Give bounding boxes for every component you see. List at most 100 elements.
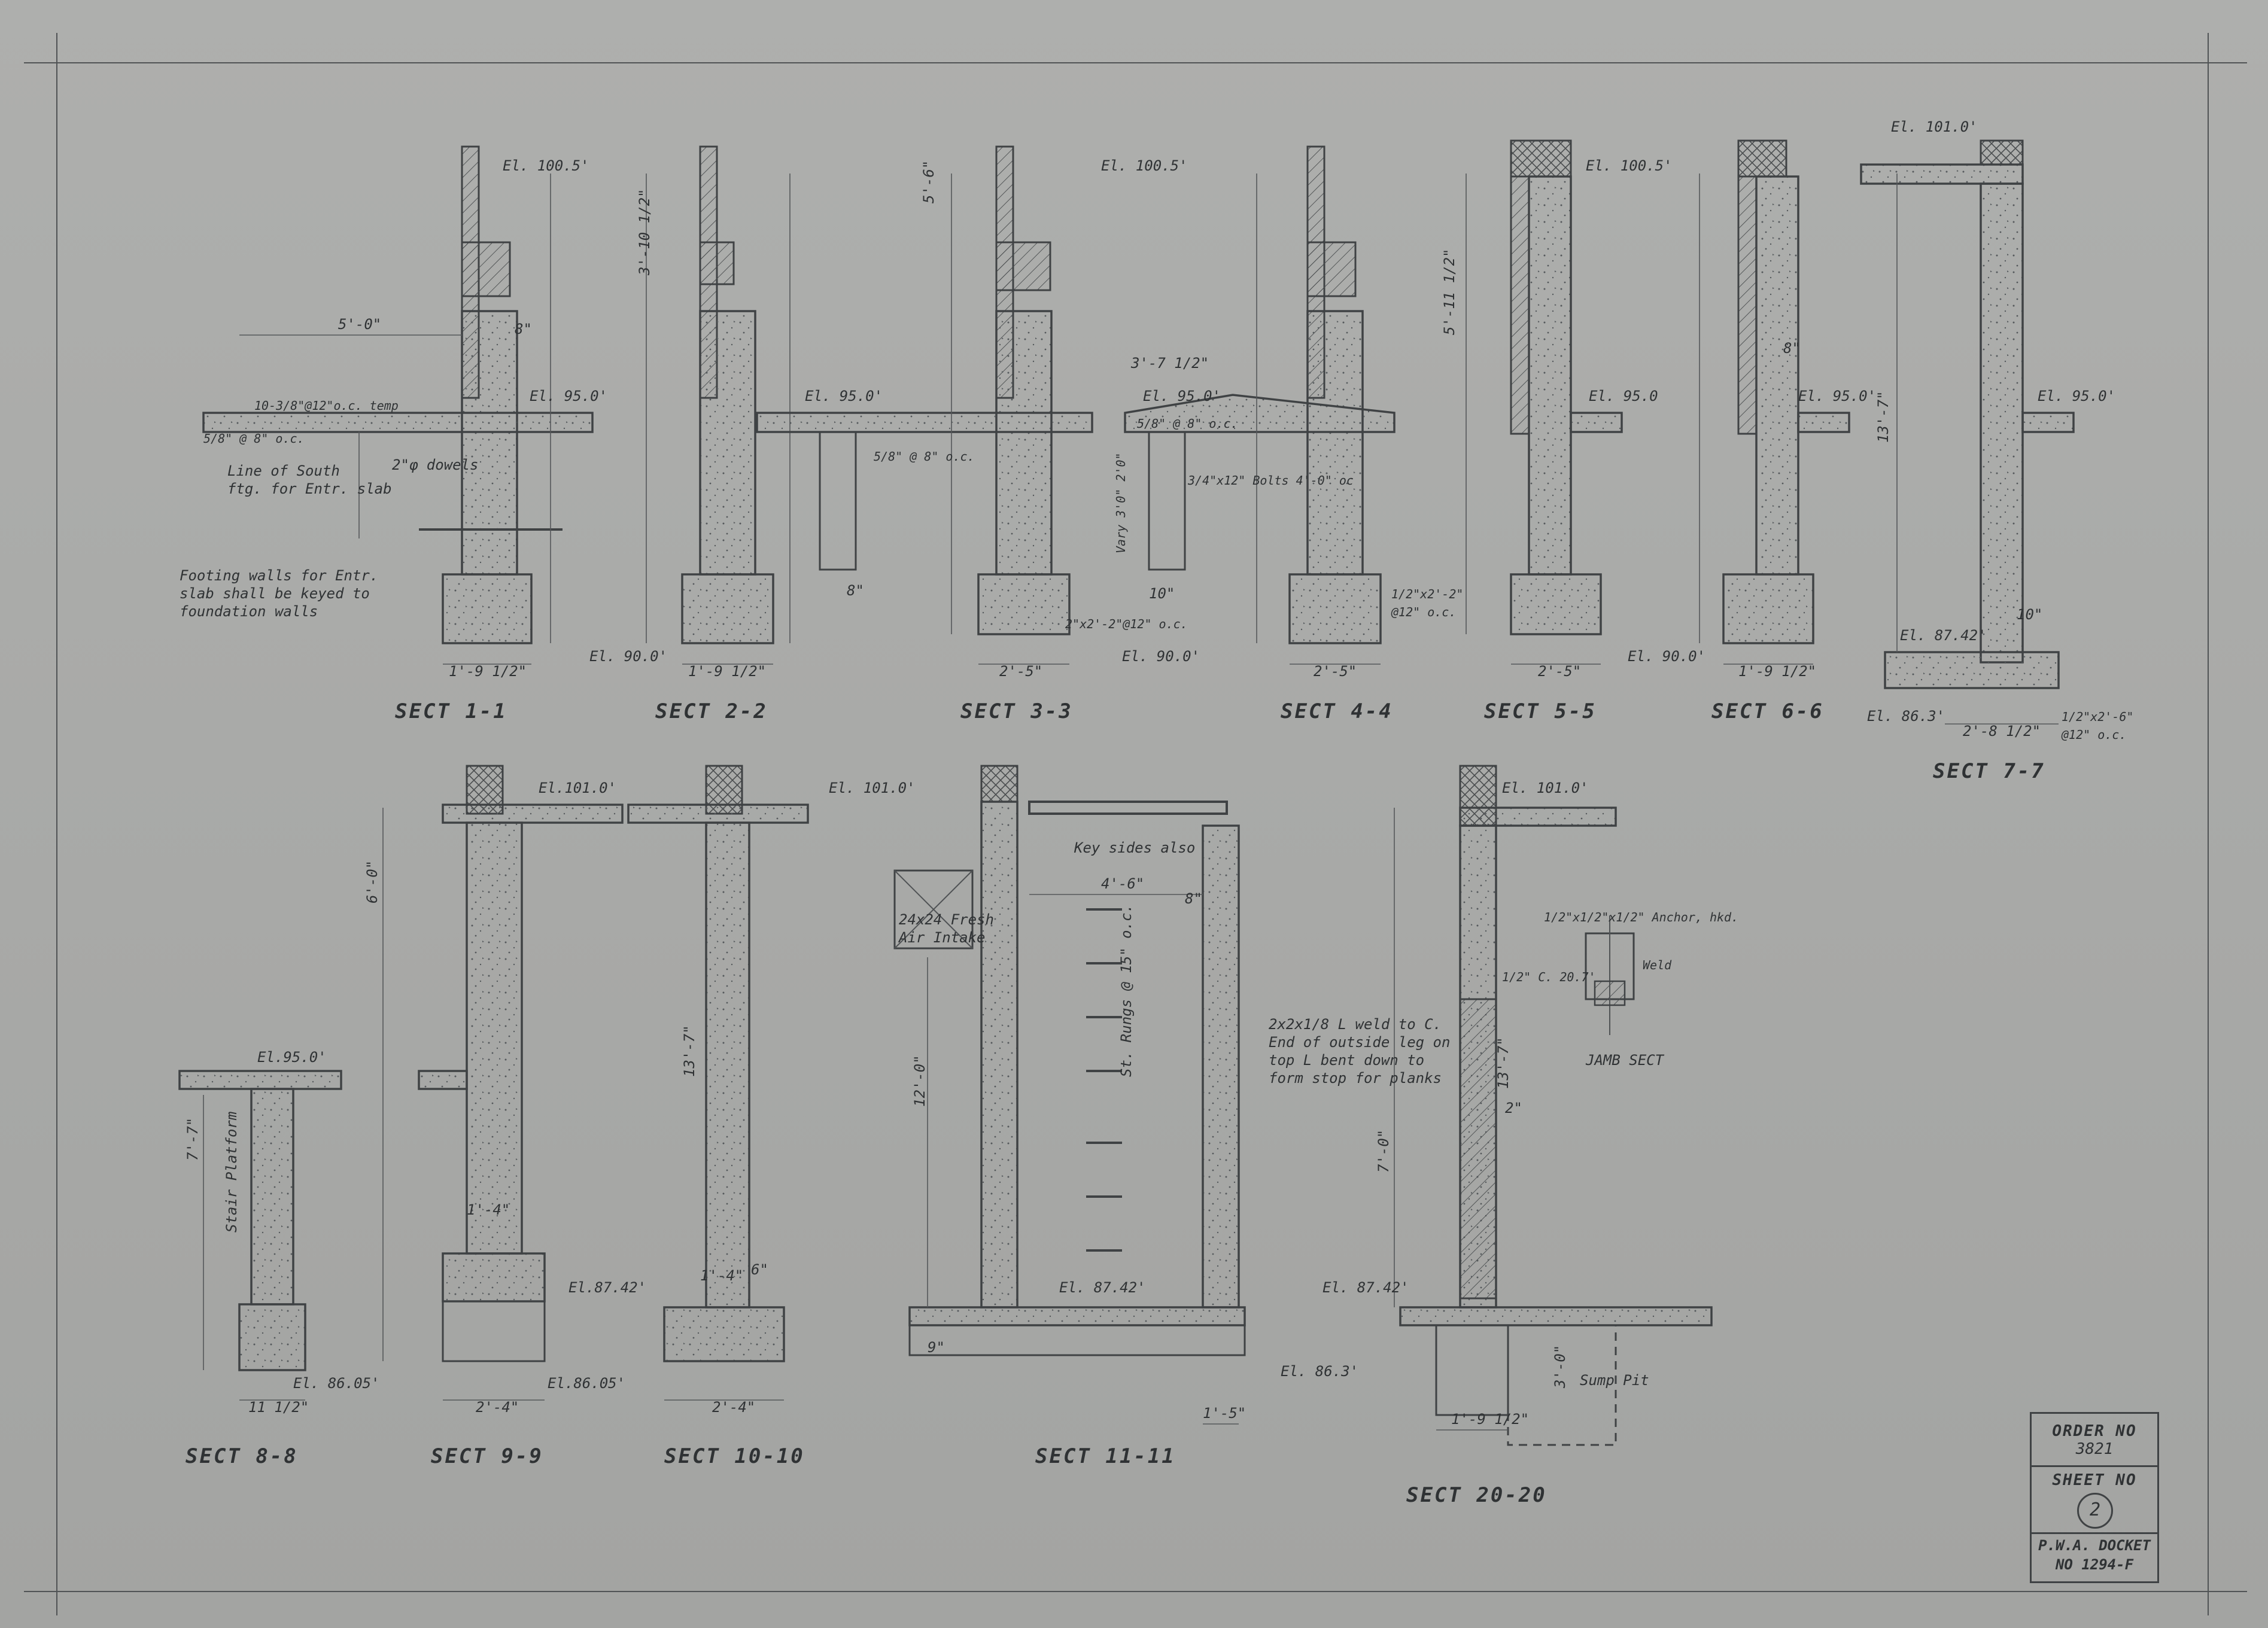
section-6-6 (1699, 139, 1850, 665)
elev-label: El. 87.42' (1059, 1279, 1146, 1296)
dim-label: 5'-11 1/2" (1441, 249, 1458, 336)
note-footing-3: foundation walls (180, 603, 318, 620)
dim-label: 5'-0" (338, 316, 381, 333)
elev-label: El. 86.3' (1867, 708, 1945, 725)
note-bar-spacing: 5/8" @ 8" o.c. (874, 449, 975, 464)
note-plank-1: 2x2x1/8 L weld to C. (1269, 1016, 1442, 1033)
elev-label: El. 86.05' (293, 1375, 380, 1392)
title-sect-3-3: SECT 3-3 (960, 699, 1073, 723)
elev-label: El. 95.0' (805, 388, 883, 404)
title-sect-20-20: SECT 20-20 (1406, 1483, 1547, 1507)
dim-label: 1'-4" (467, 1201, 510, 1218)
dim-label: 2" (1505, 1100, 1522, 1116)
note-plank-4: form stop for planks (1269, 1070, 1442, 1087)
dim-label: 7'-0" (1375, 1130, 1392, 1173)
elev-label: El. 90.0' (589, 648, 667, 665)
dim-label: 3'-7 1/2" (1130, 355, 1209, 372)
note-footing-2: slab shall be keyed to (180, 585, 370, 602)
jamb-section-detail (1585, 915, 1635, 1035)
dim-label: 3'-10 1/2" (636, 189, 653, 276)
dim-label: 2'-4" (712, 1399, 755, 1416)
note-plank-3: top L bent down to (1269, 1052, 1424, 1069)
section-titles: SECT 1-1 SECT 2-2 SECT 3-3 SECT 4-4 SECT… (186, 699, 2045, 1507)
elev-label: 1/2" C. 20.7' (1502, 970, 1596, 984)
title-block-divider (2032, 1465, 2157, 1467)
dim-label: 7'-7" (184, 1118, 201, 1161)
section-9-9 (382, 765, 624, 1401)
title-sect-9-9: SECT 9-9 (431, 1444, 543, 1468)
elev-label: El.101.0' (539, 780, 616, 796)
note-bar-a: 1/2"x2'-2" (1391, 587, 1463, 601)
elev-label: El.86.05' (548, 1375, 625, 1392)
note-plank-2: End of outside leg on (1269, 1034, 1450, 1051)
elev-label: El. 100.5' (1586, 157, 1673, 174)
dim-label: 8" (847, 582, 864, 599)
elev-label: El. 95.0' (530, 388, 607, 404)
dim-label: 1'-5" (1203, 1405, 1246, 1422)
title-sect-1-1: SECT 1-1 (395, 699, 507, 723)
section-4-4 (1124, 145, 1396, 665)
dim-label: 12'-0" (911, 1055, 928, 1107)
note-footing-1: Footing walls for Entr. (180, 567, 378, 584)
sheet-no-value: 2 (2089, 1499, 2101, 1520)
note-bar-spacing: 5/8" @ 8" o.c. (1137, 416, 1238, 431)
title-sect-4-4: SECT 4-4 (1281, 699, 1393, 723)
elev-label: El.87.42' (568, 1279, 646, 1296)
note-temp-bars: 10-3/8"@12"o.c. temp (254, 398, 399, 413)
section-1-1 (202, 145, 647, 665)
title-jamb-sect: JAMB SECT (1585, 1052, 1665, 1069)
section-5-5 (1466, 139, 1623, 665)
section-8-8 (178, 1070, 342, 1401)
sheet-border (24, 33, 2247, 1615)
title-block: ORDER NO 3821 SHEET NO 2 P.W.A. DOCKET N… (2030, 1412, 2159, 1583)
sheet-no-circle: 2 (2077, 1493, 2113, 1529)
sheet-no-label: SHEET NO (2052, 1471, 2137, 1489)
note-dowels: 2"φ dowels (392, 457, 479, 473)
note-bar-b: @12" o.c. (1391, 605, 1456, 619)
elev-label: El. 86.3' (1281, 1363, 1358, 1380)
note-ftg-entr: ftg. for Entr. slab (227, 480, 392, 497)
dim-label: 8" (1783, 340, 1801, 357)
dimension-labels: 5'-0" 1'-9 1/2" 1'-9 1/2" 2'-5" 2'-5" 2'… (184, 160, 2042, 1428)
section-11-11 (893, 765, 1246, 1425)
dim-label: 1'-4" (700, 1267, 743, 1284)
elev-label: El. 101.0' (1891, 118, 1978, 135)
note-line-south: Line of South (227, 462, 340, 479)
note-intake-2: Air Intake (898, 929, 986, 946)
dim-label: 10" (1149, 585, 1175, 602)
dim-label: 11 1/2" (248, 1399, 309, 1416)
title-sect-11-11: SECT 11-11 (1035, 1444, 1176, 1468)
elev-label: El. 101.0' (1502, 780, 1589, 796)
section-2-2 (681, 145, 791, 665)
section-7-7 (1860, 139, 2075, 725)
note-anchor: 1/2"x1/2"x1/2" Anchor, hkd. (1544, 910, 1738, 924)
dim-label: 3'-0" (1552, 1345, 1568, 1389)
dim-label: 10" (2017, 606, 2042, 623)
dim-label: 2'-5" (1314, 663, 1357, 680)
dim-label: 13'-7" (1875, 391, 1892, 443)
elev-label: El. 95.0 (1589, 388, 1658, 404)
elev-label: El. 90.0' (1628, 648, 1705, 665)
order-no-value: 3821 (2075, 1440, 2114, 1458)
dim-label: 5'-6" (920, 160, 937, 203)
note-bar-d: 1/2"x2'-6" (2062, 710, 2133, 724)
dim-label: 13'-7" (1495, 1037, 1512, 1089)
note-weld: Weld (1643, 958, 1672, 972)
elev-label: El. 100.5' (1101, 157, 1188, 174)
dim-label: 2'-5" (1538, 663, 1581, 680)
dim-label: 8" (515, 321, 532, 337)
dim-label: 2'-4" (476, 1399, 519, 1416)
dim-label: 1'-9 1/2" (449, 663, 527, 680)
note-bar-b: @12" o.c. (2061, 728, 2126, 742)
note-bar-spacing: 5/8" @ 8" o.c. (203, 431, 305, 446)
elev-label: El. 100.5' (503, 157, 589, 174)
title-sect-7-7: SECT 7-7 (1933, 759, 2045, 783)
elev-label: El. 101.0' (829, 780, 916, 796)
dim-label: 8" (1185, 890, 1202, 907)
note-vary: Vary 3'0" 2'0" (1114, 452, 1128, 553)
elev-label: El. 90.0' (1122, 648, 1200, 665)
elev-label: El. 95.0' (1143, 388, 1221, 404)
elevation-labels: El. 100.5' El. 100.5' El. 100.5' El. 101… (257, 118, 2115, 1392)
dim-label: 2'-8 1/2" (1963, 723, 2041, 740)
